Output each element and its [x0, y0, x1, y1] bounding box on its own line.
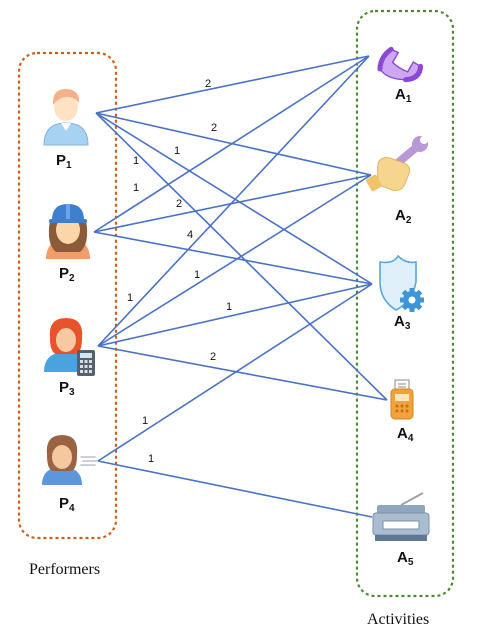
phone-icon	[377, 46, 424, 83]
fast-person-icon	[42, 435, 98, 485]
activity-label-a2: A2	[395, 207, 412, 226]
activity-label-a4: A4	[397, 425, 414, 444]
edge-weight-p1-a2: 2	[211, 122, 217, 134]
accountant-calculator-icon	[44, 318, 95, 376]
performers-group-box	[17, 51, 118, 540]
edge-weight-p3-a2: 1	[194, 269, 200, 281]
edge-weight-p3-a3: 1	[226, 301, 232, 313]
edge-p4-a5	[97, 460, 373, 518]
edge-weight-p2-a2: 2	[176, 198, 182, 210]
edge-p3-a2	[97, 174, 372, 347]
edge-weight-p2-a1: 1	[133, 182, 139, 194]
edge-p3-a3	[97, 283, 373, 347]
performer-label-p3: P3	[59, 379, 75, 398]
edge-p3-a1	[97, 55, 370, 347]
edge-p2-a1	[93, 55, 370, 233]
performer-label-p4: P4	[59, 495, 75, 514]
performer-label-p2: P2	[59, 265, 75, 284]
edge-weight-p4-a5: 1	[148, 453, 154, 465]
edge-p3-a4	[97, 345, 388, 401]
edge-weight-p3-a4: 2	[210, 351, 216, 363]
edge-p1-a3	[95, 112, 373, 285]
activity-label-a3: A3	[394, 313, 411, 332]
edge-p1-a2	[95, 112, 372, 176]
edge-p4-a3	[97, 283, 373, 462]
edge-p2-a2	[93, 174, 372, 233]
activities-group-box	[355, 9, 455, 598]
shield-gear-icon	[379, 254, 424, 312]
person-icon	[43, 88, 89, 146]
edges-layer: 2 2 1 1 1 2 4 1 1 1 2 1 1	[93, 55, 388, 518]
performer-label-p1: P1	[56, 152, 72, 171]
edge-weight-p1-a4: 1	[133, 155, 139, 167]
edge-weight-p3-a1: 1	[127, 292, 133, 304]
edge-p2-a3	[93, 231, 373, 285]
edge-weight-p1-a3: 1	[174, 145, 180, 157]
edge-p1-a1	[95, 55, 370, 114]
activities-caption: Activities	[367, 611, 429, 628]
card-terminal-icon	[390, 379, 414, 420]
edge-weight-p1-a1: 2	[205, 78, 211, 90]
wrench-hand-icon	[366, 136, 428, 192]
performers-caption: Performers	[29, 561, 100, 578]
printer-icon	[372, 492, 430, 541]
activity-label-a5: A5	[397, 549, 414, 568]
activity-label-a1: A1	[395, 86, 412, 105]
worker-helmet-icon	[46, 204, 90, 259]
edge-weight-p2-a3: 4	[187, 229, 193, 241]
edge-weight-p4-a3: 1	[142, 415, 148, 427]
